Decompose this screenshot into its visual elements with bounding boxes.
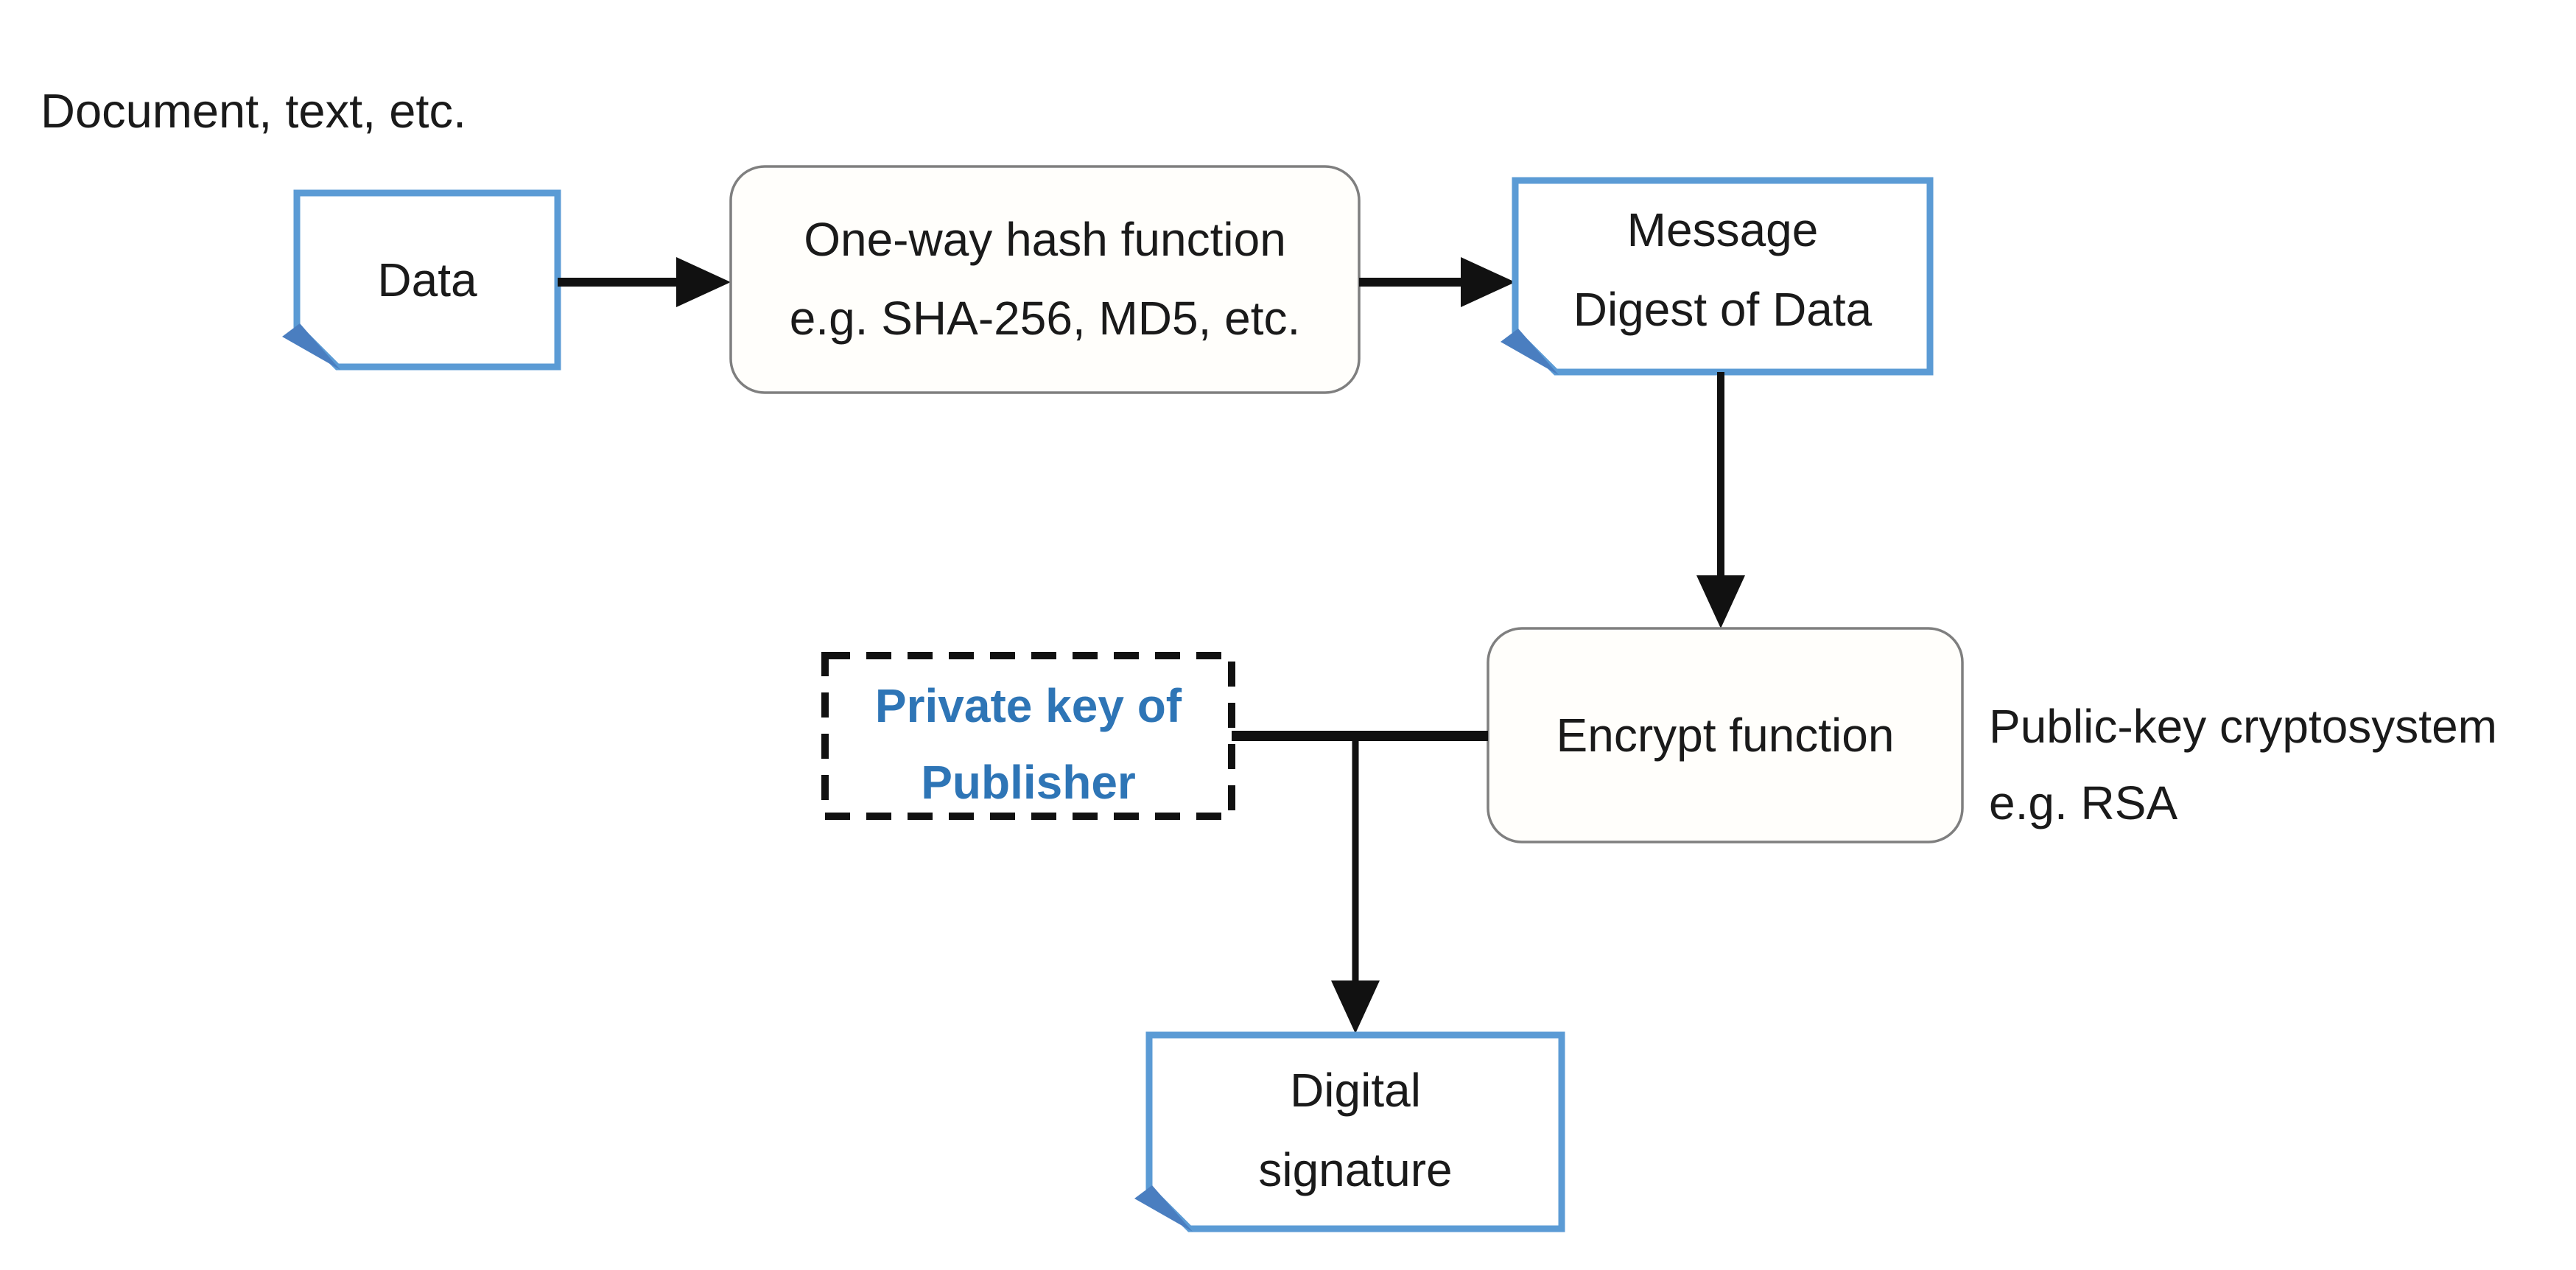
private-key-dashed-box	[821, 652, 1235, 820]
data-document-shape	[293, 189, 561, 371]
private-key-label-line1: Private key of	[874, 679, 1182, 732]
digest-document-fold-corner	[1501, 329, 1559, 375]
encrypt-node-label: Encrypt function	[1556, 709, 1895, 762]
data-node-label: Data	[377, 253, 477, 306]
signature-document-shape	[1145, 1031, 1565, 1232]
signature-node-label-line2: signature	[1258, 1143, 1453, 1196]
cryptosystem-annotation: Public-key cryptosystem e.g. RSA	[1989, 688, 2497, 841]
private-key-node-label: Private key of Publisher	[825, 667, 1232, 821]
signature-node-label: Digital signature	[1149, 1050, 1562, 1210]
arrow-digest-to-encrypt-head	[1696, 575, 1745, 628]
hash-node-label-line2: e.g. SHA-256, MD5, etc.	[789, 292, 1301, 345]
hash-node-label-line1: One-way hash function	[804, 213, 1286, 266]
arrow-hash-to-digest-head	[1461, 257, 1515, 307]
private-key-label-line2: Publisher	[921, 756, 1136, 809]
cryptosystem-annotation-line1: Public-key cryptosystem	[1989, 700, 2497, 753]
digest-node-label: Message Digest of Data	[1515, 190, 1930, 349]
signature-document-fold-corner	[1134, 1185, 1193, 1232]
arrow-to-signature-head	[1331, 980, 1380, 1034]
caption-document-text: Document, text, etc.	[41, 84, 467, 138]
digest-node-label-line2: Digest of Data	[1573, 283, 1873, 336]
signature-node-label-line1: Digital	[1290, 1064, 1421, 1117]
arrow-data-to-hash-head	[676, 257, 731, 307]
data-document-fold-corner	[282, 323, 340, 370]
cryptosystem-annotation-line2: e.g. RSA	[1989, 776, 2178, 829]
digest-node-label-line1: Message	[1626, 203, 1819, 256]
digest-document-shape	[1512, 177, 1934, 376]
hash-node-label: One-way hash function e.g. SHA-256, MD5,…	[731, 200, 1359, 358]
